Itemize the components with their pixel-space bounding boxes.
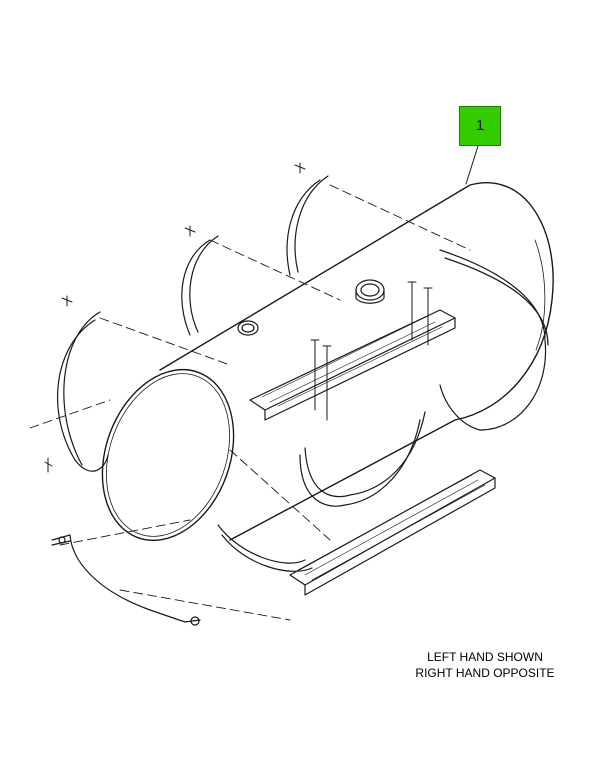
tank-end-cap <box>101 368 235 542</box>
step-upper-holes <box>261 315 443 407</box>
step-lower[interactable] <box>289 469 496 596</box>
tank-strap-rear[interactable] <box>286 175 549 431</box>
callout-1[interactable]: 1 <box>459 106 501 146</box>
vent-fitting[interactable] <box>237 320 259 336</box>
step-lower-holes <box>297 474 486 581</box>
tank-tail-line <box>534 239 546 351</box>
callout-leader-line <box>465 145 479 185</box>
tank-end-cap-inner <box>105 373 231 537</box>
fuel-line[interactable] <box>51 534 201 626</box>
fill-cap[interactable] <box>355 279 385 304</box>
tank-shell <box>159 182 554 541</box>
tank-strap-middle[interactable] <box>181 235 426 507</box>
strap-bolts[interactable] <box>44 162 433 473</box>
note-line-1: LEFT HAND SHOWN <box>427 650 543 664</box>
orientation-note: LEFT HAND SHOWN RIGHT HAND OPPOSITE <box>395 649 575 681</box>
assembly-centerlines <box>29 184 471 621</box>
step-upper[interactable] <box>249 309 456 421</box>
fuel-tank[interactable] <box>80 182 554 559</box>
note-line-2: RIGHT HAND OPPOSITE <box>415 666 555 680</box>
tank-strap-front[interactable] <box>57 311 313 572</box>
